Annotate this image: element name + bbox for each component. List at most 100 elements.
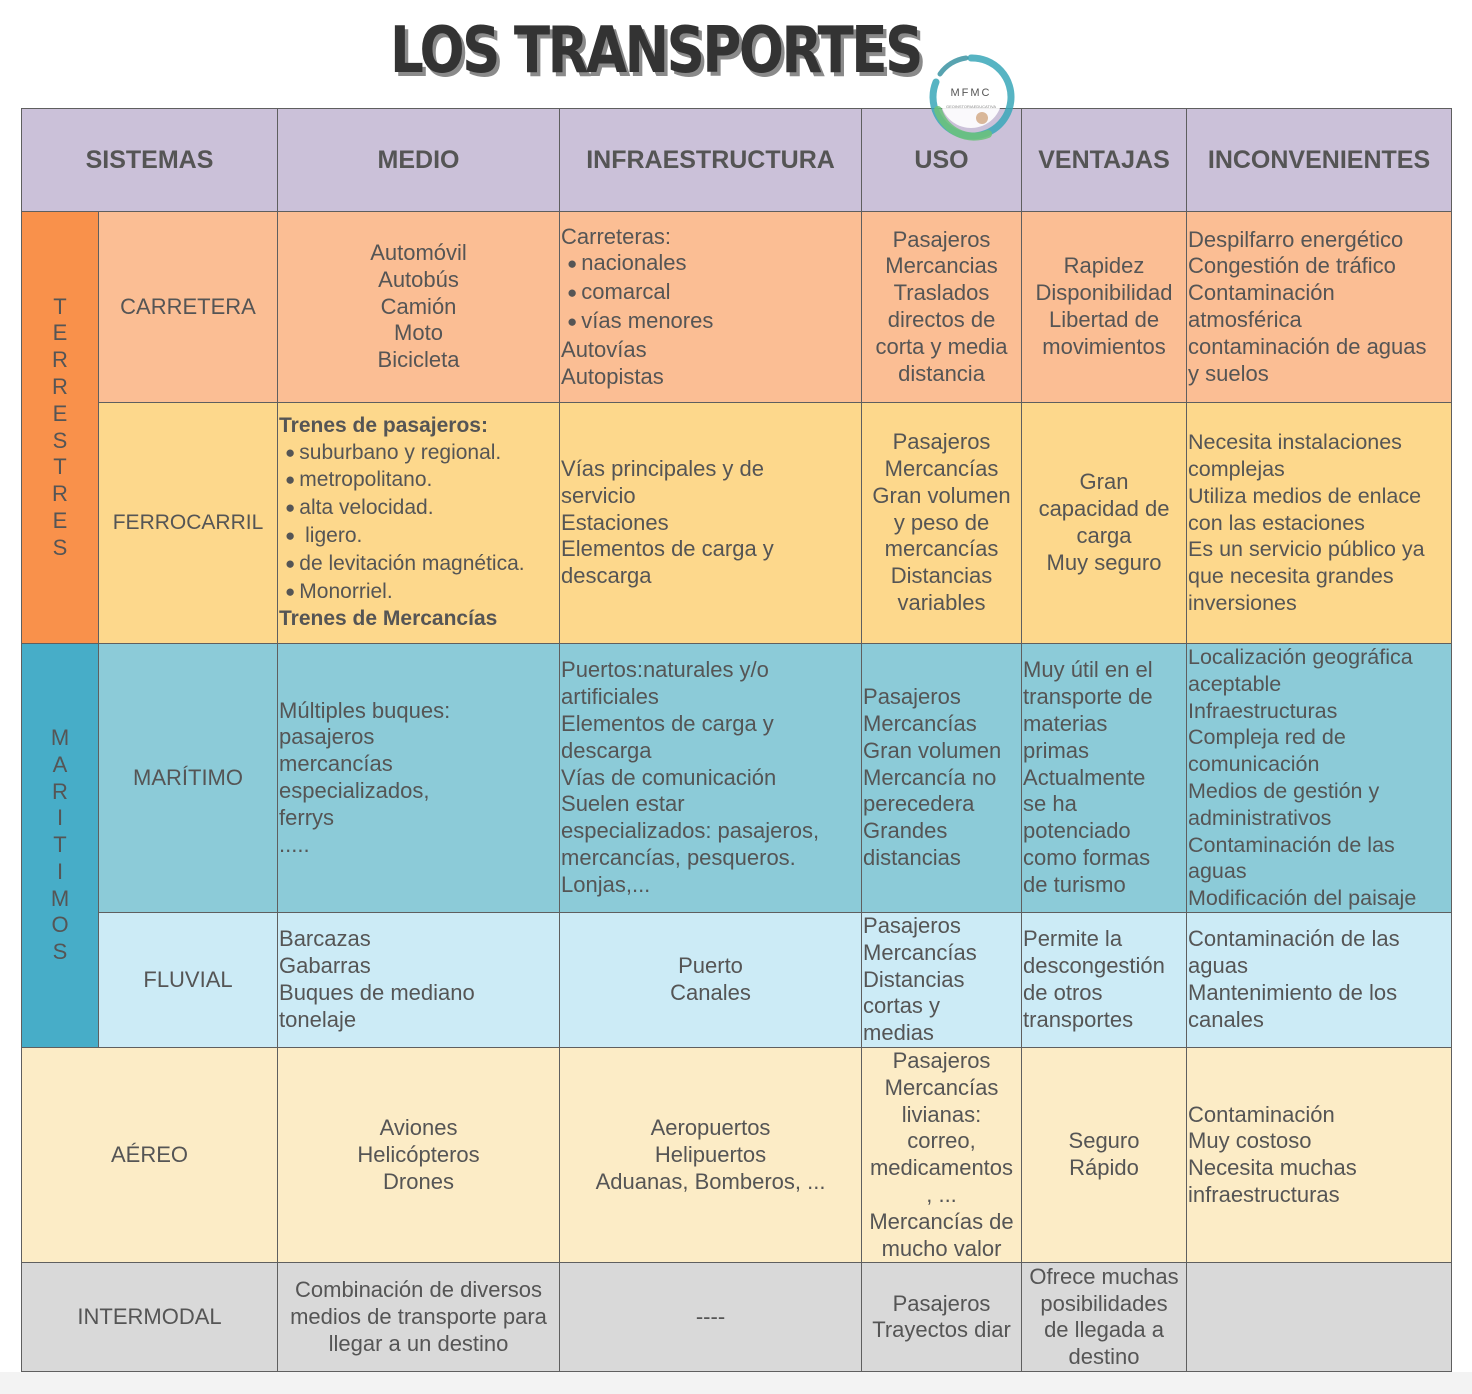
cell-line: Pasajeros xyxy=(863,684,961,710)
cell-line: servicio xyxy=(561,482,636,508)
cell-line: Pasajeros xyxy=(863,913,961,939)
cell-line: ferrys xyxy=(279,804,335,830)
group-letter: E xyxy=(52,320,68,346)
cell-line: Moto xyxy=(394,320,443,346)
cell-line: descarga xyxy=(561,737,652,763)
cell-line: transporte de xyxy=(1023,684,1153,710)
ventajas-cell: Rapidez Disponibilidad Libertad de movim… xyxy=(1021,211,1188,403)
system-name-ferrocarril: FERROCARRIL xyxy=(97,402,279,644)
cell-line: Distancias xyxy=(863,966,965,992)
cell-line: medias xyxy=(863,1020,934,1046)
cell-line: contaminación de aguas xyxy=(1188,333,1427,359)
cell-line: , ... xyxy=(926,1181,957,1207)
group-letter: M xyxy=(50,724,70,750)
uso-cell: Pasajeros Mercancías Gran volumen y peso… xyxy=(861,402,1023,644)
cell-line: Libertad de xyxy=(1048,307,1160,332)
cell-line: Múltiples buques: xyxy=(279,697,451,723)
group-letter: S xyxy=(52,939,68,965)
cell-line: Estaciones xyxy=(561,509,669,535)
group-letter: E xyxy=(52,507,68,533)
table-row-maritimo: M A R I T I M O S MARÍTIMO Múltiples buq… xyxy=(21,643,1453,1048)
cell-line: Grandes xyxy=(863,818,948,844)
cell-line: Carreteras: xyxy=(561,223,672,249)
system-name-fluvial: FLUVIAL xyxy=(97,912,279,1048)
cell-line: Combinación de diversos xyxy=(295,1277,543,1303)
infra-cell: ---- xyxy=(559,1262,863,1373)
cell-line: Medios de gestión y xyxy=(1188,779,1380,803)
system-name-maritimo: MARÍTIMO xyxy=(97,643,279,913)
cell-line: Elementos de carga y xyxy=(561,536,774,562)
table-row-aereo: AÉREO Aviones Helicópteros Drones Aeropu… xyxy=(20,1046,1453,1264)
cell-line: Vías principales y de xyxy=(561,456,765,481)
cell-line: Vías de comunicación xyxy=(561,764,777,790)
cell-line: inversiones xyxy=(1188,590,1297,615)
ventajas-cell: Gran capacidad de carga Muy seguro xyxy=(1021,402,1188,644)
cell-line: Muy costoso xyxy=(1188,1128,1312,1154)
mfmc-logo: MFMC GEOINSTORIAEDUCATIVA xyxy=(926,52,1016,142)
cell-line: directos de xyxy=(887,307,996,332)
group-letter: T xyxy=(53,454,67,480)
cell-line: Aeropuertos xyxy=(650,1114,771,1140)
bullet-item: comarcal xyxy=(561,279,861,308)
cell-line: Es un servicio público ya xyxy=(1188,537,1425,562)
cell-line: Pasajeros xyxy=(892,226,991,252)
ventajas-cell: Muy útil en el transporte de materias pr… xyxy=(1021,643,1188,913)
cell-line: Ofrece muchas xyxy=(1029,1263,1179,1289)
cell-line: Permite la xyxy=(1023,926,1123,952)
cell-line: Mercancía no xyxy=(863,764,997,790)
group-letter: R xyxy=(52,481,68,507)
logo-ring-icon xyxy=(929,54,1015,141)
cell-line: Muy seguro xyxy=(1046,549,1162,575)
cell-line: descongestión xyxy=(1023,953,1165,979)
cell-line: administrativos xyxy=(1188,805,1332,830)
group-letter: R xyxy=(52,373,68,399)
cell-line: especializados, xyxy=(279,778,430,803)
cell-line: potenciado xyxy=(1023,818,1131,844)
cell-line: complejas xyxy=(1188,457,1285,481)
header-ventajas: VENTAJAS xyxy=(1021,108,1188,212)
cell-line: Mercancías xyxy=(863,939,977,965)
cell-line: Contaminación xyxy=(1188,1101,1335,1127)
cell-line: posibilidades xyxy=(1040,1290,1168,1316)
infra-cell: Puerto Canales xyxy=(559,912,863,1048)
cell-line: variables xyxy=(897,589,986,615)
cell-line: distancia xyxy=(898,360,985,386)
bullet-item: nacionales xyxy=(561,250,861,279)
ventajas-cell: Ofrece muchas posibilidades de llegada a… xyxy=(1021,1262,1188,1373)
cell-line: Necesita muchas xyxy=(1188,1155,1357,1181)
cell-line: Infraestructuras xyxy=(1188,698,1338,723)
cell-line: distancias xyxy=(863,844,961,870)
cell-line: pasajeros xyxy=(279,724,375,750)
cell-line: descarga xyxy=(561,563,652,589)
cell-line: de turismo xyxy=(1023,871,1126,897)
cell-line: mercancías xyxy=(884,536,999,562)
table-row-fluvial: FLUVIAL Barcazas Gabarras Buques de medi… xyxy=(21,912,1453,1048)
cell-line: atmosférica xyxy=(1188,307,1302,332)
uso-cell: Pasajeros Mercancías livianas: correo, m… xyxy=(861,1046,1023,1264)
header-medio: MEDIO xyxy=(277,108,561,212)
bullet-item: vías menores xyxy=(561,308,861,337)
group-letter: I xyxy=(56,858,64,884)
cell-line: Automóvil xyxy=(370,240,467,265)
infra-cell: Puertos:naturales y/o artificiales Eleme… xyxy=(559,643,863,913)
ventajas-cell: Seguro Rápido xyxy=(1021,1046,1188,1264)
page-title: LOS TRANSPORTES xyxy=(390,14,923,88)
cell-line: materias xyxy=(1023,711,1108,736)
cell-line: comunicación xyxy=(1188,752,1320,777)
bullet-item: alta velocidad. xyxy=(279,495,559,523)
group-letter: M xyxy=(50,885,70,911)
medio-cell: Automóvil Autobús Camión Moto Bicicleta xyxy=(277,211,561,403)
inconvenientes-cell: Localización geográfica aceptable Infrae… xyxy=(1186,643,1453,913)
cell-line: destino xyxy=(1068,1344,1140,1370)
table-row-ferrocarril: FERROCARRIL Trenes de pasajeros: suburba… xyxy=(21,402,1453,644)
bottom-strip xyxy=(0,1372,1472,1394)
cell-line: Lonjas,... xyxy=(561,871,651,897)
cell-line: Autopistas xyxy=(561,363,664,389)
cell-line: Pasajeros xyxy=(892,1290,991,1316)
cell-line: que necesita grandes xyxy=(1188,564,1394,589)
cell-line: llegar a un destino xyxy=(328,1330,509,1356)
group-letter: T xyxy=(53,832,67,858)
cell-line: Suelen estar xyxy=(561,791,685,817)
cell-line: Traslados xyxy=(893,280,990,306)
cell-line: correo, xyxy=(907,1128,976,1154)
